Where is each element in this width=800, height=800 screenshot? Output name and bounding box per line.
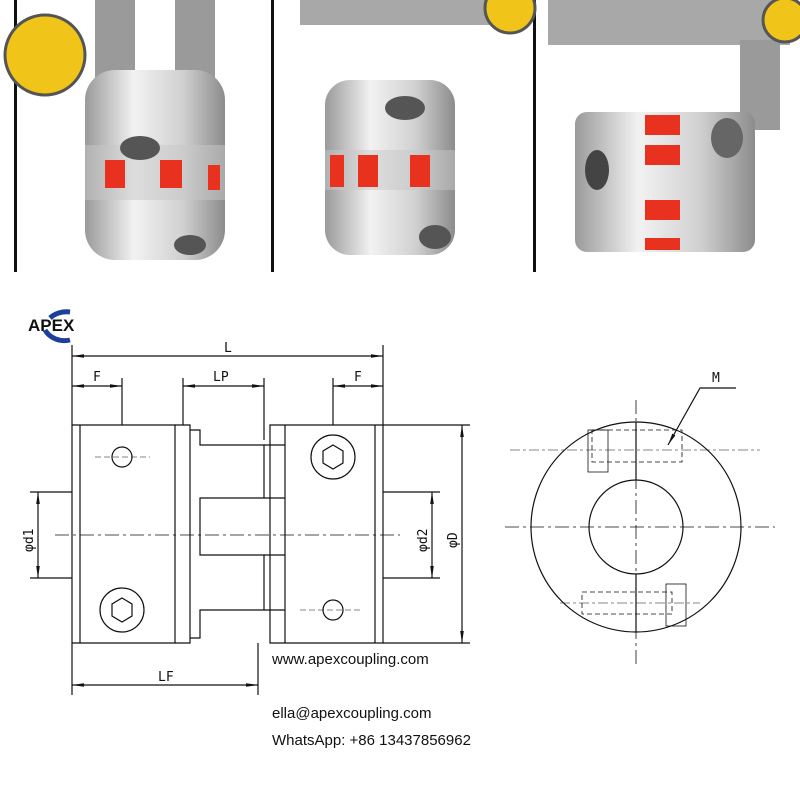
- apex-logo: APEX: [28, 309, 75, 344]
- label-F-right: F: [354, 370, 362, 385]
- label-L: L: [224, 341, 232, 356]
- whatsapp-text: WhatsApp: +86 13437856962: [272, 732, 471, 749]
- photo-caliper-measuring-coupling-3: [548, 0, 800, 252]
- photo-divider: [271, 0, 274, 272]
- label-F-left: F: [93, 370, 101, 385]
- svg-text:APEX: APEX: [28, 316, 75, 335]
- M-leader-line: [667, 387, 736, 446]
- label-LP: LP: [213, 370, 229, 385]
- photo-divider: [14, 0, 17, 272]
- side-view-labels: L F LP F LF φd1 φd2 φD: [22, 341, 461, 685]
- label-d1: φd1: [22, 529, 37, 552]
- label-d2: φd2: [416, 529, 431, 552]
- photo-row: [0, 0, 800, 272]
- label-M: M: [712, 371, 720, 386]
- side-view-drawing: [30, 345, 470, 695]
- photo-divider: [533, 0, 536, 272]
- photo-caliper-measuring-coupling-2: [300, 0, 537, 255]
- email-text: ella@apexcoupling.com: [272, 705, 432, 722]
- photo-caliper-measuring-coupling-1: [3, 0, 225, 260]
- label-LF: LF: [158, 670, 174, 685]
- end-view-drawing: [505, 387, 775, 665]
- website-text: www.apexcoupling.com: [272, 651, 429, 668]
- label-D: φD: [446, 532, 461, 548]
